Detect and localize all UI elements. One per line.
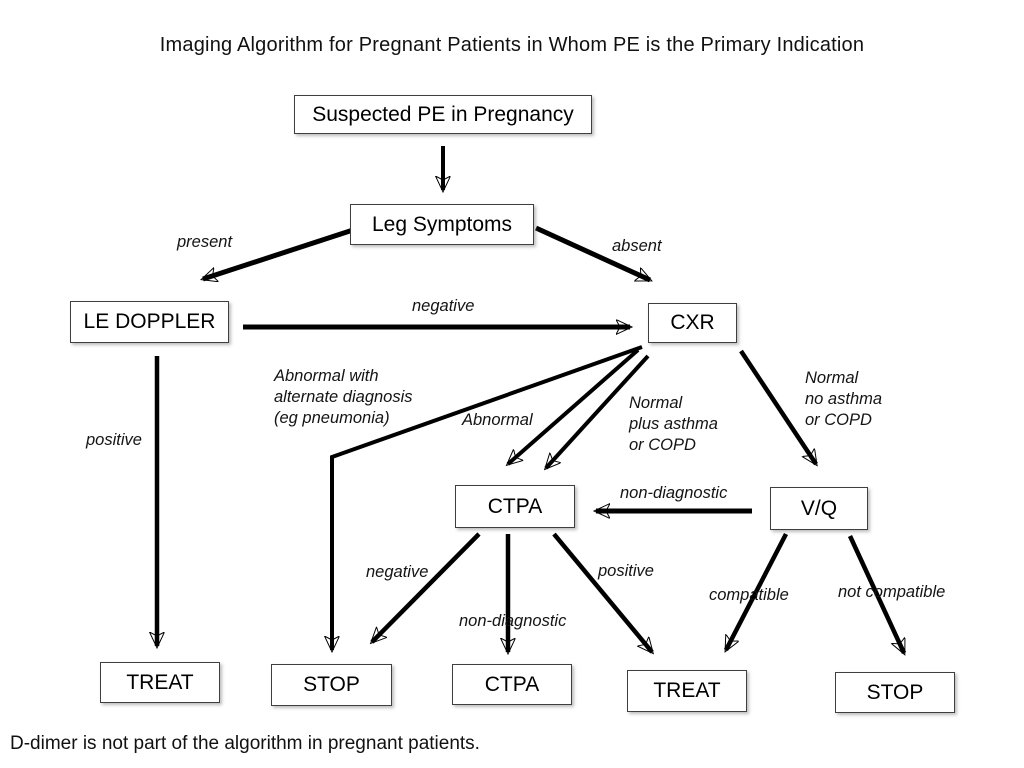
label-vq-non-diagnostic: non-diagnostic xyxy=(620,484,728,502)
label-normal-no-asthma: Normal no asthma or COPD xyxy=(805,369,883,429)
node-vq: V/Q xyxy=(770,487,868,530)
label-abnormal: Abnormal xyxy=(462,411,533,429)
label-ctpa-positive: positive xyxy=(598,562,654,580)
node-stop-cxr: STOP xyxy=(271,664,392,706)
footnote: D-dimer is not part of the algorithm in … xyxy=(10,733,480,754)
label-present: present xyxy=(177,233,233,251)
label-vq-not-compatible: not compatible xyxy=(838,583,946,601)
label-vq-compatible: compatible xyxy=(709,586,789,604)
node-leg-symptoms: Leg Symptoms xyxy=(350,204,534,245)
label-doppler-positive: positive xyxy=(86,431,142,449)
node-ctpa-repeat: CTPA xyxy=(452,664,572,705)
label-ctpa-non-diagnostic: non-diagnostic xyxy=(459,612,567,630)
diagram-title: Imaging Algorithm for Pregnant Patients … xyxy=(159,34,865,56)
node-cxr: CXR xyxy=(648,303,737,343)
label-abnormal-alternate: Abnormal with alternate diagnosis (eg pn… xyxy=(274,367,413,427)
node-stop-vq: STOP xyxy=(835,672,955,713)
node-le-doppler: LE DOPPLER xyxy=(70,301,229,343)
node-ctpa: CTPA xyxy=(455,485,575,528)
node-treat-ctpa: TREAT xyxy=(627,670,747,712)
edge-cxr-to-ctpa-abnormal xyxy=(508,348,640,464)
label-absent: absent xyxy=(612,237,662,255)
node-suspected-pe: Suspected PE in Pregnancy xyxy=(294,95,592,134)
node-treat-doppler: TREAT xyxy=(100,662,220,703)
label-doppler-negative: negative xyxy=(412,297,475,315)
label-normal-plus-asthma: Normal plus asthma or COPD xyxy=(629,394,718,454)
label-ctpa-negative: negative xyxy=(366,563,429,581)
edge-ctpa-to-treat xyxy=(552,532,652,652)
